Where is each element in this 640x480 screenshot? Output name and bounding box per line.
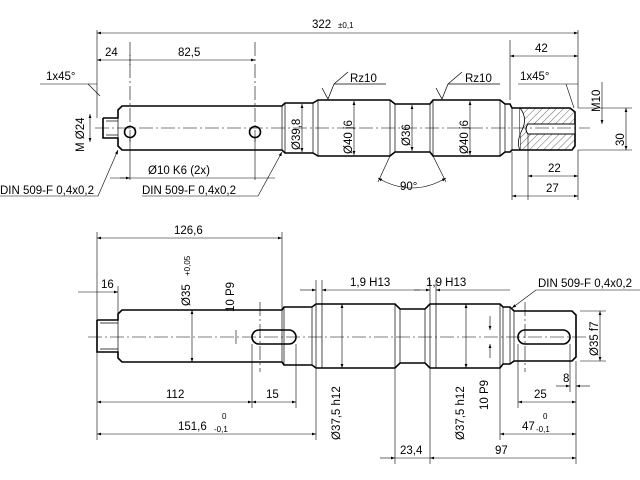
top-groove-spec-bottom: DIN 509-F 0,4x0,2 — [142, 185, 236, 197]
dim-chamfer-right: 1x45° — [520, 71, 550, 83]
dim-len-47: 47 — [522, 421, 535, 433]
dim-hole-spacing: 82,5 — [178, 47, 200, 59]
dim-bearing-c: Ø40 j6 — [459, 120, 471, 154]
dim-slot-total: 27 — [546, 183, 559, 195]
dim-bearing-b: Ø40 j6 — [343, 120, 355, 154]
roughness-symbol-1: Rz10 — [321, 71, 386, 100]
dim-len-97: 97 — [495, 445, 508, 457]
dim-slot-length: 22 — [548, 163, 561, 175]
dim-dia-35f7: Ø35 f7 — [589, 321, 601, 356]
dim-keywidth-right: 10 P9 — [479, 380, 491, 410]
bottom-groove-spec: DIN 509-F 0,4x0,2 — [538, 278, 632, 290]
dim-groove-1: 1,9 H13 — [350, 277, 390, 289]
dim-angle: 90° — [400, 181, 417, 193]
dim-len-151: 151,6 — [178, 421, 207, 433]
dim-middle: Ø36 — [401, 124, 413, 146]
dim-hole-position: 24 — [105, 47, 118, 59]
dim-len-112: 112 — [166, 389, 184, 401]
dim-chamfer-left: 1x45° — [46, 71, 76, 83]
svg-text:Rz10: Rz10 — [350, 73, 377, 85]
dim-left-step: 16 — [101, 279, 114, 291]
dim-dia-375-left: Ø37,5 h12 — [331, 386, 343, 440]
dim-flat-width: 30 — [615, 133, 627, 146]
dim-len-126: 126,6 — [174, 225, 203, 237]
dim-dia-35: Ø35 — [181, 284, 193, 306]
dim-len-25: 25 — [534, 389, 547, 401]
dim-thread-m10: M10 — [591, 90, 603, 112]
roughness-symbol-2: Rz10 — [435, 71, 500, 100]
dim-thread-label: M Ø24 — [75, 117, 87, 152]
dim-len-151-tol-down: -0,1 — [214, 425, 228, 434]
dim-dia-35-tol: +0,05 — [183, 255, 192, 276]
dim-overall-tolerance: ±0,1 — [338, 21, 354, 30]
dim-len-234: 23,4 — [400, 445, 423, 457]
top-shaft-view: 322 ±0,1 24 82,5 1x45° M Ø24 DIN 509-F 0… — [0, 19, 632, 200]
dim-len-15: 15 — [266, 389, 279, 401]
svg-text:Rz10: Rz10 — [465, 73, 492, 85]
dim-len-47-tol-up: 0 — [543, 412, 548, 421]
dim-len-151-tol-up: 0 — [222, 412, 227, 421]
dim-keywidth-left: 10 P9 — [225, 282, 237, 312]
bottom-shaft-outline — [96, 303, 577, 369]
dim-dia-375-right: Ø37,5 h12 — [455, 386, 467, 440]
dim-groove-2: 1,9 H13 — [426, 277, 466, 289]
top-groove-spec-left: DIN 509-F 0,4x0,2 — [0, 185, 94, 197]
top-hole-spec: Ø10 K6 (2x) — [148, 165, 210, 177]
bottom-shaft-view: 126,6 16 Ø35 +0,05 10 P9 1,9 H13 1,9 H13… — [78, 225, 640, 464]
top-hatched-section — [518, 107, 576, 151]
dim-len-47-tol-down: -0,1 — [536, 425, 550, 434]
dim-overall-length: 322 — [312, 19, 331, 31]
dim-len-8: 8 — [563, 373, 569, 385]
dim-bearing-a: Ø39,8 — [291, 119, 303, 150]
dim-right-length: 42 — [535, 43, 548, 55]
